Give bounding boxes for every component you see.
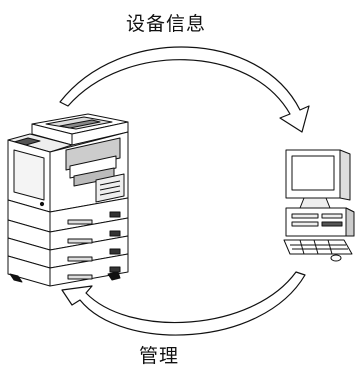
desktop-computer-icon <box>283 149 355 262</box>
device-info-label: 设备信息 <box>126 13 207 35</box>
management-label: 管理 <box>139 345 180 367</box>
printer-copier-icon <box>7 113 129 287</box>
arrow-to-computer <box>59 46 310 133</box>
arrow-to-printer <box>61 271 306 336</box>
